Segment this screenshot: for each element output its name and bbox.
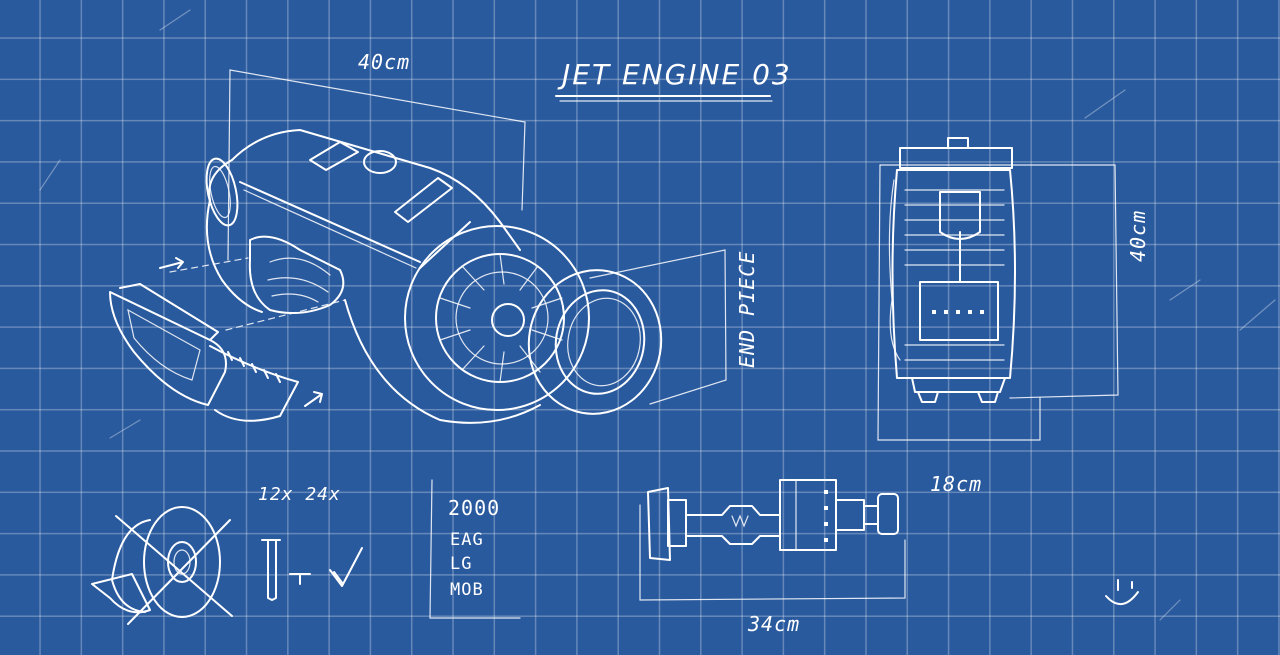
blueprint-title: JET ENGINE 03 <box>562 58 792 91</box>
notes-bracket <box>429 479 521 619</box>
smiley-doodle <box>1105 579 1139 605</box>
note-line-4: MOB <box>450 580 484 600</box>
side-width-dimension: 18cm <box>930 472 983 496</box>
tape-roll-crossed-icon <box>91 506 233 625</box>
title-underline <box>555 95 773 102</box>
main-width-dimension: 40cm <box>358 50 411 74</box>
checkmark-icon <box>329 547 363 587</box>
quantity-note: 12x 24x <box>258 484 341 505</box>
nail-icon <box>261 539 281 601</box>
shaft-length-dimension: 34cm <box>748 612 801 636</box>
note-line-1: 2000 <box>448 496 501 520</box>
note-line-3: LG <box>450 554 473 574</box>
engine-side-view-sketch <box>877 137 1119 441</box>
screw-icon <box>289 573 311 585</box>
note-line-2: EAG <box>450 530 484 550</box>
shaft-sketch <box>639 479 906 601</box>
background-scratches <box>39 9 1276 621</box>
engine-main-sketch <box>109 69 727 424</box>
